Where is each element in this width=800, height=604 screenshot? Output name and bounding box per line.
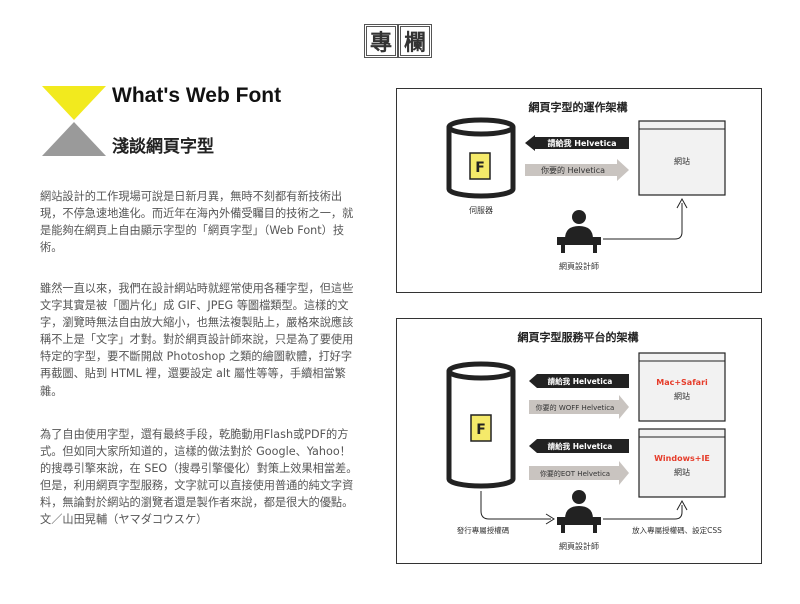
website-window-icon [638,120,726,196]
website-window-icon [638,352,726,422]
diagram-title: 網頁字型服務平台的架構 [518,330,639,344]
request-label: 請給我 Helvetica [548,138,617,148]
web-font-service-diagram: 網頁字型服務平台的架構 F 請給我 Helvetica 你要的 WOFF Hel… [396,318,762,564]
article-byline: 文／山田晃輔（ヤマダコウスケ） [40,513,208,527]
response-label: 你要的 Helvetica [541,165,605,175]
response-arrow [529,461,629,485]
request-label: 請給我 Helvetica [548,376,613,386]
column-heading-char: 專 [364,24,398,58]
site-label: 網站 [674,156,690,166]
column-heading: 專 欄 [364,24,432,58]
css-setup-arrow [603,505,683,520]
svg-text:F: F [475,160,485,176]
response-arrow [529,395,629,419]
font-file-icon: F [470,414,492,442]
article-paragraph: 網站設計的工作現場可說是日新月異，無時不刻都有新技術出現，不停急速地進化。而近年… [40,190,354,255]
license-issue-arrow [480,491,551,520]
browser-label: Windows+IE [654,454,710,463]
right-flow-label: 放入專屬授權碼、設定CSS [632,525,722,535]
svg-text:F: F [476,422,486,438]
designer-label: 網頁設計師 [559,261,599,271]
website-window-icon [638,428,726,498]
designer-icon [557,210,601,253]
server-icon [446,361,516,489]
server-label: 伺服器 [469,205,493,215]
upload-flow-arrow [603,203,683,240]
left-flow-label: 發行專屬授權碼 [457,525,510,535]
request-arrow [529,374,629,388]
request-label: 請給我 Helvetica [548,441,613,451]
diagram-title: 網頁字型的運作架構 [529,100,628,114]
article-title: What's Web Font [112,84,282,107]
designer-label: 網頁設計師 [559,541,599,551]
article-subtitle: 淺談網頁字型 [112,137,214,157]
response-label: 你要的EOT Helvetica [540,469,610,478]
response-arrow [525,159,629,181]
request-arrow [525,135,629,151]
site-label: 網站 [674,391,690,401]
column-heading-char: 欄 [398,24,432,58]
font-file-icon: F [469,152,491,180]
request-arrow [529,439,629,453]
hourglass-logo-icon [42,86,106,156]
browser-label: Mac+Safari [656,378,708,387]
designer-icon [557,490,601,533]
site-label: 網站 [674,467,690,477]
web-font-architecture-diagram: 網頁字型的運作架構 F 伺服器 請給我 Helvetica 你要的 Helvet… [396,88,762,293]
article-paragraph: 為了自由使用字型，還有最終手段，乾脆動用Flash或PDF的方式。但如同大家所知… [40,426,358,529]
article-paragraph-text: 為了自由使用字型，還有最終手段，乾脆動用Flash或PDF的方式。但如同大家所知… [40,428,358,510]
response-label: 你要的 WOFF Helvetica [536,403,615,412]
article-paragraph: 雖然一直以來，我們在設計網站時就經常使用各種字型，但這些文字其實是被「圖片化」成… [40,282,354,398]
